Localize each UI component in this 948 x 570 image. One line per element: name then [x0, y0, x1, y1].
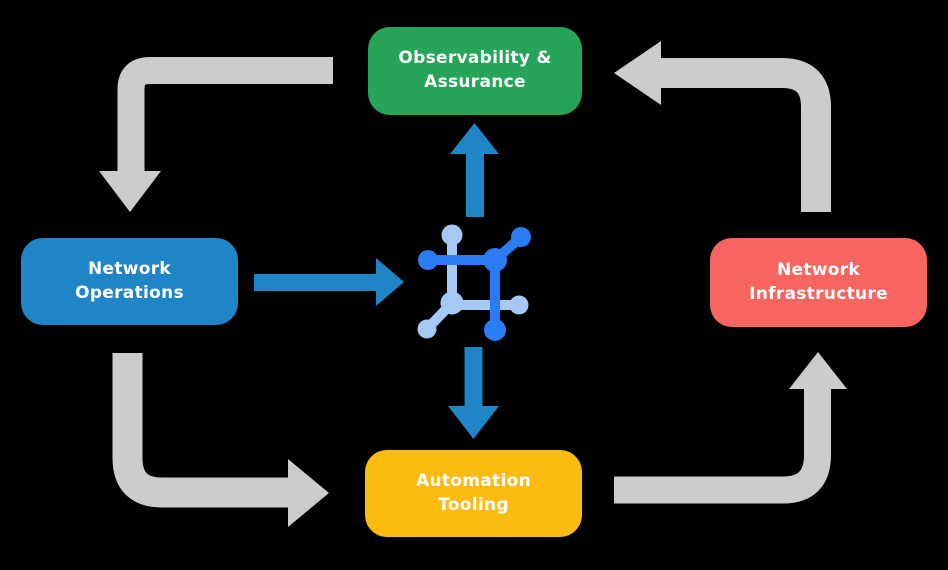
node-automation-tooling: Automation Tooling	[365, 450, 582, 537]
arrow-platform-to-automation	[448, 347, 499, 439]
network-platform-icon	[417, 224, 531, 341]
node-observability-label: Observability & Assurance	[398, 48, 552, 92]
arrow-shaft	[661, 58, 831, 212]
arrowhead-left	[614, 41, 661, 105]
arrowhead-right	[376, 258, 404, 306]
arrow-operations-to-automation	[112, 353, 329, 527]
node-network-infrastructure: Network Infrastructure	[710, 238, 927, 327]
arrow-shaft	[117, 57, 333, 173]
arrowhead-up	[450, 123, 499, 154]
node-network-operations: Network Operations	[21, 238, 238, 325]
arrow-infrastructure-to-observability	[614, 41, 831, 212]
arrow-automation-to-infrastructure	[614, 352, 847, 504]
arrowhead-up	[789, 352, 847, 389]
arrowhead-down	[99, 171, 161, 212]
node-infrastructure-label: Network Infrastructure	[749, 259, 888, 304]
icon-light-dots	[417, 224, 529, 339]
arrowhead-down	[448, 406, 499, 439]
arrow-shaft	[614, 389, 831, 504]
arrowhead-right	[288, 459, 329, 527]
node-automation-label: Automation Tooling	[416, 470, 531, 515]
icon-primary-dots	[418, 227, 531, 341]
node-observability-assurance: Observability & Assurance	[368, 27, 582, 115]
arrow-observability-to-operations	[99, 57, 333, 212]
node-operations-label: Network Operations	[75, 258, 184, 303]
arrow-shaft	[112, 353, 288, 508]
arrow-operations-to-platform	[254, 258, 404, 306]
arrow-platform-to-observability	[450, 123, 499, 217]
